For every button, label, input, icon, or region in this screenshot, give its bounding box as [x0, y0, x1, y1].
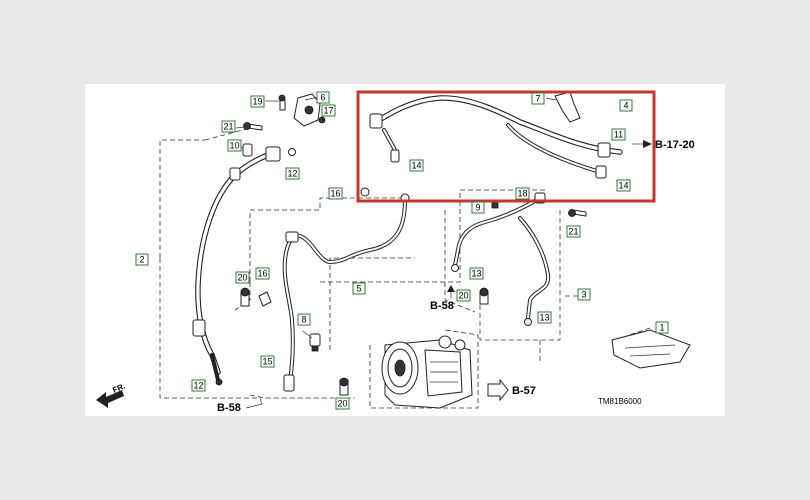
callout-17: 17: [321, 104, 336, 117]
svg-text:16: 16: [257, 269, 267, 279]
svg-text:21: 21: [568, 227, 578, 237]
service-valve: [390, 149, 400, 163]
svg-text:9: 9: [475, 203, 480, 213]
svg-text:12: 12: [193, 381, 203, 391]
svg-text:5: 5: [356, 284, 361, 294]
callout-20: 20: [456, 289, 471, 302]
svg-text:18: 18: [517, 189, 527, 199]
callout-12: 12: [191, 379, 206, 392]
callout-7: 7: [531, 92, 545, 105]
svg-text:4: 4: [623, 101, 628, 111]
svg-text:14: 14: [618, 181, 628, 191]
assembly-dash-lines: [159, 127, 651, 409]
diagram-code: TM81B6000: [598, 397, 642, 406]
reference-labels: B-17-20 B-58 B-58 B-57: [217, 139, 695, 414]
svg-text:10: 10: [229, 141, 239, 151]
callout-18: 18: [515, 187, 530, 200]
callout-21: 21: [566, 225, 581, 238]
callout-13: 13: [469, 267, 484, 280]
callout-20: 20: [335, 397, 350, 410]
discharge-hose: [192, 146, 296, 386]
svg-text:16: 16: [330, 189, 340, 199]
callout-11: 11: [611, 128, 626, 141]
ref-b-17-20[interactable]: B-17-20: [655, 139, 695, 151]
liquid-line: [282, 187, 410, 392]
ac-lines-diagram: 19 6 17 21 10 12 7 4 11 14 14 16 18 9 21…: [96, 90, 695, 414]
svg-text:7: 7: [535, 94, 540, 104]
callout-3: 3: [577, 288, 591, 301]
svg-text:8: 8: [301, 315, 306, 325]
ref-b-58-bottom[interactable]: B-58: [217, 402, 241, 414]
front-direction-indicator: FR.: [96, 382, 127, 408]
parts-diagram-sheet: 19 6 17 21 10 12 7 4 11 14 14 16 18 9 21…: [85, 84, 725, 416]
hose-fitting: [597, 142, 611, 158]
svg-text:13: 13: [471, 269, 481, 279]
ref-b-58[interactable]: B-58: [430, 300, 454, 312]
suction-pipe: [451, 192, 587, 326]
svg-text:20: 20: [237, 273, 247, 283]
svg-text:17: 17: [323, 106, 333, 116]
callout-19: 19: [250, 95, 265, 108]
callout-10: 10: [227, 139, 242, 152]
callout-1: 1: [655, 321, 669, 334]
hose-bracket: [545, 91, 581, 123]
pressure-sensor: [302, 330, 321, 352]
callout-2: 2: [135, 253, 149, 266]
clamp-bracket-cluster: [265, 93, 326, 127]
svg-text:11: 11: [614, 130, 623, 140]
ref-b-57[interactable]: B-57: [512, 385, 536, 397]
svg-text:1: 1: [659, 323, 664, 333]
suction-hose-assembly: [369, 95, 623, 179]
svg-text:19: 19: [252, 97, 262, 107]
callout-6: 6: [316, 91, 330, 104]
arrow-up-icon: [447, 285, 455, 292]
callout-labels: 19 6 17 21 10 12 7 4 11 14 14 16 18 9 21…: [135, 91, 669, 410]
svg-text:20: 20: [337, 399, 347, 409]
cover-plate: [611, 329, 691, 369]
callout-20: 20: [235, 271, 250, 284]
callout-15: 15: [260, 355, 275, 368]
hose-fitting: [595, 165, 607, 179]
front-label: FR.: [111, 382, 126, 395]
callout-16: 16: [328, 187, 343, 200]
svg-text:20: 20: [458, 291, 468, 301]
highlight-frame: [356, 90, 656, 203]
svg-text:3: 3: [581, 290, 586, 300]
callout-13: 13: [537, 311, 552, 324]
svg-text:21: 21: [223, 122, 233, 132]
bolts-left: [240, 287, 489, 396]
svg-text:15: 15: [262, 357, 272, 367]
callout-8: 8: [297, 313, 311, 326]
svg-text:13: 13: [539, 313, 549, 323]
hose-fitting: [369, 113, 383, 129]
callout-4: 4: [619, 99, 633, 112]
callout-9: 9: [471, 201, 485, 214]
callout-21: 21: [221, 120, 236, 133]
svg-text:6: 6: [320, 93, 325, 103]
callout-14: 14: [616, 179, 631, 192]
compressor: [381, 335, 473, 409]
callout-16: 16: [255, 267, 270, 280]
arrow-right-outline-icon: [487, 378, 509, 402]
svg-text:12: 12: [287, 169, 297, 179]
svg-text:14: 14: [411, 161, 421, 171]
callout-5: 5: [352, 282, 366, 295]
arrow-right-icon: [643, 140, 652, 148]
callout-14: 14: [409, 159, 424, 172]
arrow-front-icon: [96, 390, 124, 408]
callout-12: 12: [285, 167, 300, 180]
svg-text:2: 2: [139, 255, 144, 265]
